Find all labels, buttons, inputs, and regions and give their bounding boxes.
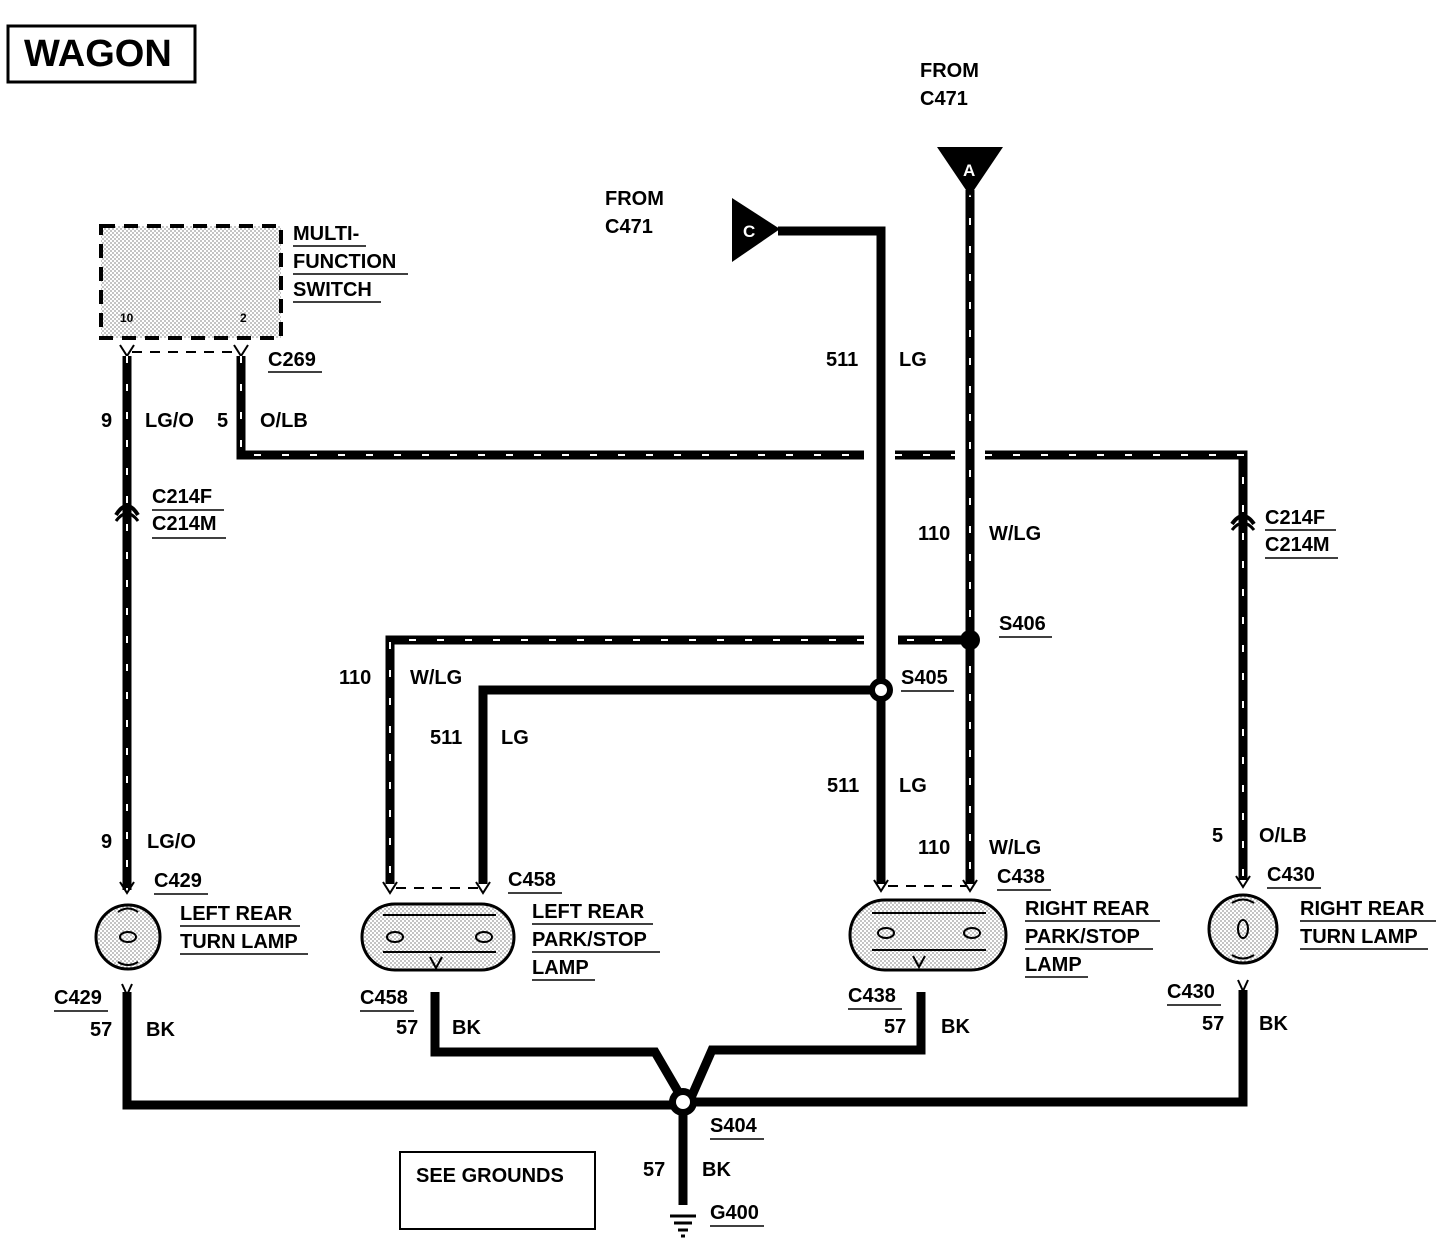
lg-left-color: LG (501, 727, 529, 749)
ref-c-letter: C (743, 222, 755, 241)
c269-label: C269 (268, 349, 316, 371)
left-rear-park-stop-lamp: C458 C458 LEFT REAR PARK/STOP LAMP (360, 869, 660, 1012)
bk-3-circuit: 57 (884, 1016, 906, 1038)
olb-bottom-color: O/LB (1259, 825, 1307, 847)
bk-4-color: BK (1259, 1013, 1288, 1035)
switch-name-line-2: FUNCTION (293, 251, 396, 273)
c214m-right: C214M (1265, 534, 1329, 556)
ground-g400: G400 (670, 1202, 764, 1238)
c438-bottom: C438 (848, 985, 896, 1007)
ref-a-from: FROM (920, 60, 979, 82)
multi-function-switch: 10 2 MULTI- FUNCTION SWITCH (99, 223, 408, 340)
lg-right-color: LG (899, 775, 927, 797)
left-turn-name-2: TURN LAMP (180, 931, 298, 953)
ref-a: A FROM C471 (920, 60, 1003, 196)
right-park-name-3: LAMP (1025, 954, 1082, 976)
wire-bk-4 (683, 990, 1248, 1107)
c214m-left: C214M (152, 513, 216, 535)
lg-right-circuit: 511 (827, 775, 859, 797)
olb-bottom-circuit: 5 (1212, 825, 1223, 847)
inline-connector-right: C214F C214M (1230, 507, 1338, 559)
wire-bk-3 (685, 992, 926, 1102)
bk-1-circuit: 57 (90, 1019, 112, 1041)
splice-s404: S404 (669, 1088, 764, 1140)
c214f-left: C214F (152, 486, 212, 508)
ref-a-connector: C471 (920, 88, 968, 110)
lg-feed-circuit: 511 (826, 349, 858, 371)
c458-bottom: C458 (360, 987, 408, 1009)
connector-c269: C269 (119, 344, 322, 373)
bk-2-circuit: 57 (396, 1017, 418, 1039)
title-box: WAGON (6, 24, 197, 84)
switch-pin-10: 10 (120, 311, 134, 325)
bk-1-color: BK (146, 1019, 175, 1041)
right-park-name-2: PARK/STOP (1025, 926, 1140, 948)
left-park-name-3: LAMP (532, 957, 589, 979)
left-park-name-2: PARK/STOP (532, 929, 647, 951)
c438-top: C438 (997, 866, 1045, 888)
lgo-bottom-color: LG/O (147, 831, 196, 853)
see-grounds-box: SEE GROUNDS (399, 1151, 596, 1230)
lgo-top-color: LG/O (145, 410, 194, 432)
s404-label: S404 (710, 1115, 758, 1137)
see-grounds-text: SEE GROUNDS (416, 1165, 564, 1187)
ref-c-connector: C471 (605, 216, 653, 238)
switch-name-line-1: MULTI- (293, 223, 359, 245)
wlg-right-color: W/LG (989, 837, 1041, 859)
splice-s406: S406 (960, 613, 1052, 650)
c458-top: C458 (508, 869, 556, 891)
bk-4-circuit: 57 (1202, 1013, 1224, 1035)
left-park-name-1: LEFT REAR (532, 901, 645, 923)
splice-s405: S405 (869, 667, 954, 702)
g400-label: G400 (710, 1202, 759, 1224)
wlg-left-color: W/LG (410, 667, 462, 689)
wlg-feed-circuit: 110 (918, 523, 950, 545)
right-turn-name-2: TURN LAMP (1300, 926, 1418, 948)
lgo-bottom-circuit: 9 (101, 831, 112, 853)
wires (122, 190, 1248, 1205)
lg-left-circuit: 511 (430, 727, 462, 749)
left-turn-name-1: LEFT REAR (180, 903, 293, 925)
left-rear-turn-lamp: C429 C429 LEFT REAR TURN LAMP (54, 870, 308, 1012)
inline-connector-left: C214F C214M (114, 486, 226, 539)
c214f-right: C214F (1265, 507, 1325, 529)
olb-top-color: O/LB (260, 410, 308, 432)
right-rear-turn-lamp: C430 C430 RIGHT REAR TURN LAMP (1167, 864, 1436, 1006)
wire-lg-left (478, 685, 881, 884)
right-rear-park-stop-lamp: C438 C438 RIGHT REAR PARK/STOP LAMP (848, 866, 1160, 1010)
switch-pin-2: 2 (240, 311, 247, 325)
wire-olb (236, 356, 864, 460)
bk-ground-circuit: 57 (643, 1159, 665, 1181)
right-park-name-1: RIGHT REAR (1025, 898, 1150, 920)
wlg-right-circuit: 110 (918, 837, 950, 859)
s406-label: S406 (999, 613, 1046, 635)
c430-top: C430 (1267, 864, 1315, 886)
wire-lg-feed (778, 226, 886, 884)
diagram-title: WAGON (24, 33, 172, 75)
ref-c: C FROM C471 (605, 188, 780, 262)
wlg-left-circuit: 110 (339, 667, 371, 689)
s405-label: S405 (901, 667, 948, 689)
bk-2-color: BK (452, 1017, 481, 1039)
wire-bk-1 (122, 992, 683, 1110)
c429-bottom: C429 (54, 987, 102, 1009)
c430-bottom: C430 (1167, 981, 1215, 1003)
olb-top-circuit: 5 (217, 410, 228, 432)
wire-bk-2 (430, 992, 687, 1103)
ref-c-from: FROM (605, 188, 664, 210)
lgo-top-circuit: 9 (101, 410, 112, 432)
wlg-feed-color: W/LG (989, 523, 1041, 545)
bk-3-color: BK (941, 1016, 970, 1038)
switch-name-line-3: SWITCH (293, 279, 372, 301)
wire-labels: 9 LG/O 5 O/LB 511 LG 110 W/LG 110 W/LG 5… (90, 349, 1307, 1181)
ref-a-letter: A (963, 161, 975, 180)
right-turn-name-1: RIGHT REAR (1300, 898, 1425, 920)
lg-feed-color: LG (899, 349, 927, 371)
bk-ground-color: BK (702, 1159, 731, 1181)
c429-top: C429 (154, 870, 202, 892)
